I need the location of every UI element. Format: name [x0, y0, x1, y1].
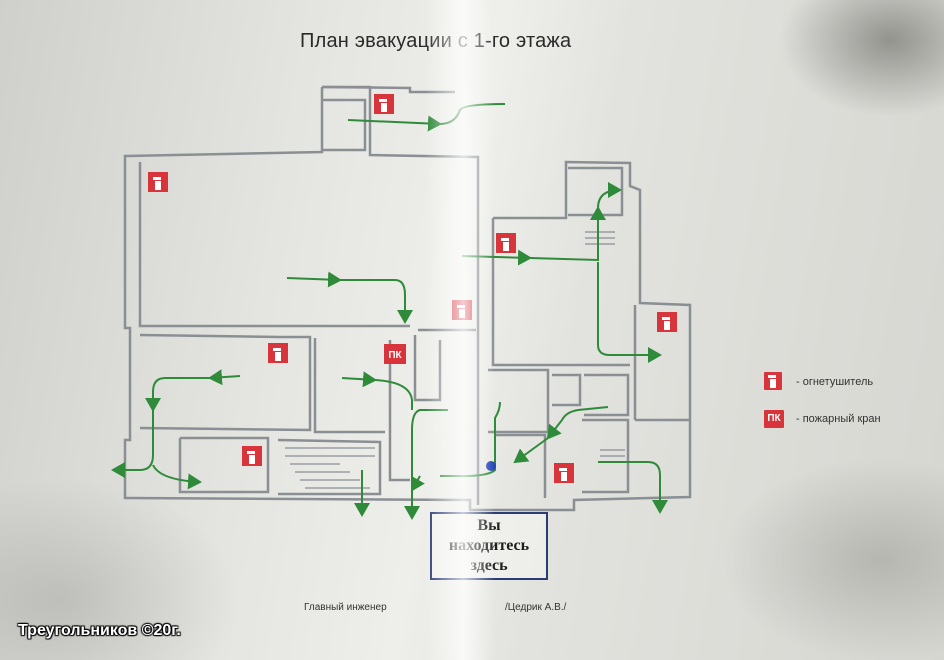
extinguisher-icon	[148, 172, 168, 192]
extinguisher-icon	[657, 312, 677, 332]
hydrant-sign: ПК	[384, 344, 406, 364]
legend-hydrant-label: - пожарный кран	[796, 413, 881, 425]
extinguisher-icon	[452, 300, 472, 320]
signature-name: /Цедрик А.В./	[505, 602, 567, 613]
extinguisher-signs	[148, 94, 677, 483]
building-walls	[123, 85, 692, 512]
legend-hydrant-icon: ПК	[764, 410, 784, 428]
extinguisher-icon	[554, 463, 574, 483]
extinguisher-icon	[374, 94, 394, 114]
you-are-here-line3: здесь	[470, 557, 508, 574]
extinguisher-icon	[242, 446, 262, 466]
hydrant-sign-label: ПК	[388, 350, 402, 361]
photo-watermark: Треугольников ©20г.	[18, 622, 181, 639]
you-are-here-line1: Вы	[477, 517, 501, 534]
you-are-here-line2: находитесь	[448, 537, 530, 554]
legend-extinguisher-icon	[764, 372, 782, 390]
you-are-here-box: Вы находитесь здесь	[430, 512, 548, 580]
signature-position: Главный инженер	[304, 602, 387, 613]
legend-extinguisher-label: - огнетушитель	[796, 376, 874, 388]
extinguisher-icon	[496, 233, 516, 253]
staircase	[285, 231, 625, 489]
evacuation-routes	[111, 103, 668, 520]
you-are-here-marker	[486, 461, 496, 471]
extinguisher-icon	[268, 343, 288, 363]
